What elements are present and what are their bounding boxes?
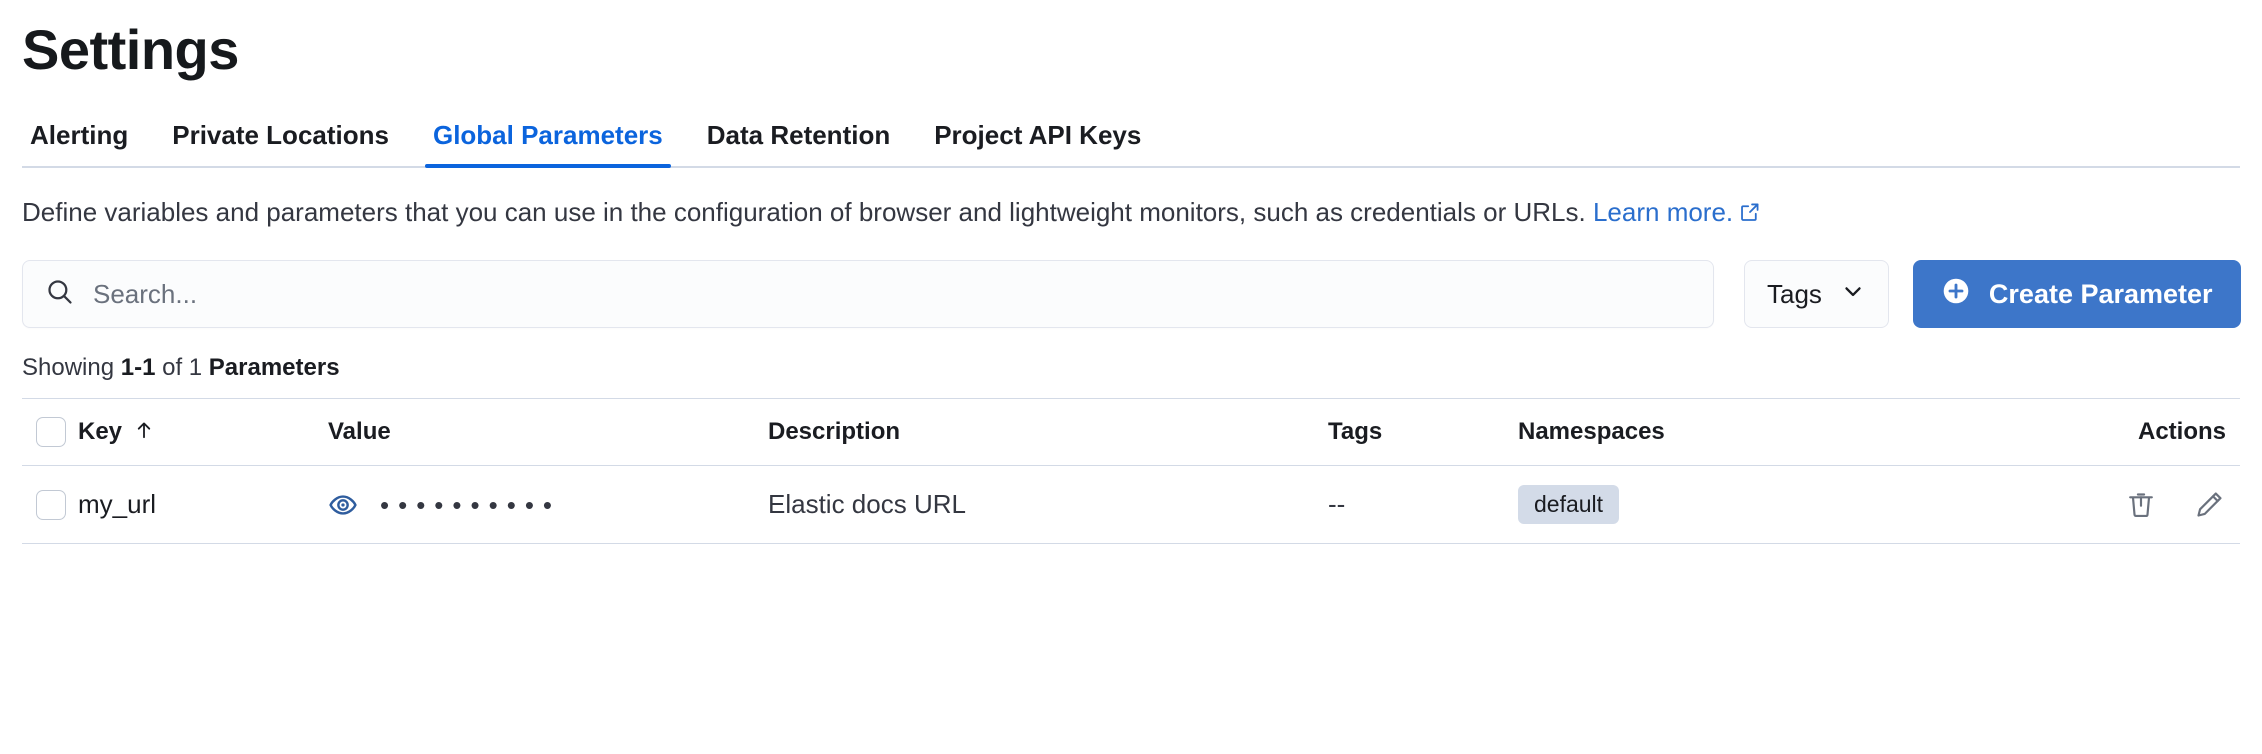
summary-range: 1-1 <box>120 354 156 381</box>
cell-value: •••••••••• <box>328 490 768 520</box>
create-parameter-button[interactable]: Create Parameter <box>1912 260 2241 328</box>
create-parameter-label: Create Parameter <box>1988 278 2213 309</box>
tab-global-parameters[interactable]: Global Parameters <box>411 120 685 168</box>
controls-row: Tags Create Parameter <box>22 260 2241 328</box>
tab-project-api-keys[interactable]: Project API Keys <box>934 120 1142 150</box>
eye-icon[interactable] <box>328 490 358 520</box>
column-header-key[interactable]: Key <box>78 418 328 447</box>
page-description: Define variables and parameters that you… <box>22 192 2132 234</box>
column-header-actions: Actions <box>2040 418 2240 446</box>
page-title: Settings <box>22 18 239 81</box>
cell-tags: -- <box>1328 489 1346 519</box>
cell-namespaces: default <box>1518 485 2040 524</box>
summary-middle: of 1 <box>155 354 209 381</box>
row-select-checkbox[interactable] <box>36 489 66 520</box>
cell-actions <box>2040 488 2240 522</box>
column-header-tags-label: Tags <box>1328 418 1383 445</box>
learn-more-link[interactable]: Learn more. <box>1593 197 1761 227</box>
column-header-tags[interactable]: Tags <box>1328 418 1518 446</box>
description-text: Define variables and parameters that you… <box>22 197 1586 227</box>
parameters-table: Key Value Description Tags Namespaces <box>22 398 2240 544</box>
table-row: my_url •••••••••• Elastic docs URL -- de… <box>22 466 2240 544</box>
column-header-value[interactable]: Value <box>328 418 768 446</box>
cell-description: Elastic docs URL <box>768 489 966 519</box>
column-header-key-label: Key <box>78 418 123 445</box>
masked-value: •••••••••• <box>380 489 562 520</box>
column-header-namespaces[interactable]: Namespaces <box>1518 418 2040 446</box>
tab-data-retention[interactable]: Data Retention <box>706 120 891 150</box>
row-select-cell <box>22 489 78 520</box>
external-link-icon <box>1739 194 1761 234</box>
column-header-namespaces-label: Namespaces <box>1518 418 1665 445</box>
search-input[interactable] <box>91 261 1691 327</box>
search-icon <box>45 277 75 312</box>
arrow-up-icon <box>132 418 156 447</box>
search-wrapper <box>22 260 1714 328</box>
chevron-down-icon <box>1840 278 1866 311</box>
tags-filter-label: Tags <box>1767 278 1822 309</box>
learn-more-label: Learn more. <box>1592 197 1734 227</box>
cell-key: my_url <box>78 489 157 519</box>
namespace-badge: default <box>1518 485 1620 524</box>
column-header-value-label: Value <box>328 418 391 445</box>
plus-circle-icon <box>1941 276 1971 313</box>
column-header-actions-label: Actions <box>2137 418 2226 445</box>
tab-private-locations[interactable]: Private Locations <box>172 120 389 150</box>
header-select-cell <box>22 417 78 447</box>
tab-alerting[interactable]: Alerting <box>30 120 129 150</box>
trash-icon[interactable] <box>2124 488 2158 522</box>
pencil-icon[interactable] <box>2192 488 2226 522</box>
tags-filter-button[interactable]: Tags <box>1744 260 1889 328</box>
search-field[interactable] <box>22 260 1714 328</box>
summary-prefix: Showing <box>22 354 121 381</box>
table-header-row: Key Value Description Tags Namespaces <box>22 398 2240 466</box>
results-summary: Showing 1-1 of 1 Parameters <box>22 354 2240 382</box>
summary-noun: Parameters <box>208 354 340 381</box>
column-header-description[interactable]: Description <box>768 418 1328 446</box>
select-all-checkbox[interactable] <box>36 417 66 447</box>
column-header-description-label: Description <box>768 418 901 445</box>
settings-tabs: Alerting Private Locations Global Parame… <box>22 110 2240 168</box>
